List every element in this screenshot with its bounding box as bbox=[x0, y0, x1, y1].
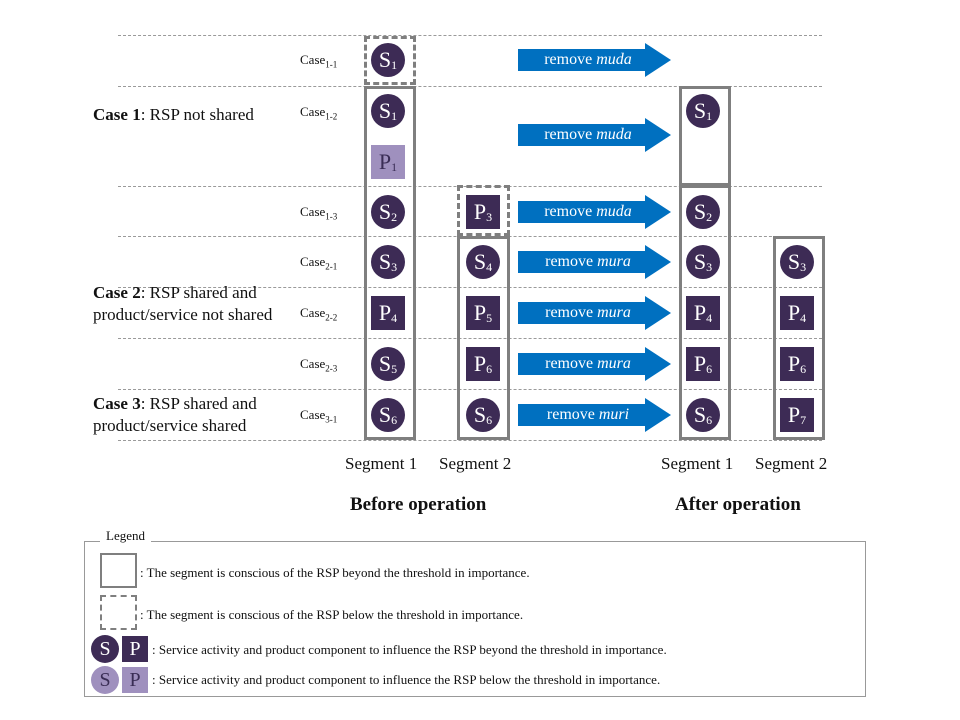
product-component-p5: P5 bbox=[466, 296, 500, 330]
legend-dashed-box-icon bbox=[100, 595, 137, 630]
separator-line bbox=[118, 35, 822, 36]
service-activity-s1: S1 bbox=[371, 43, 405, 77]
remove-mura-arrow: remove mura bbox=[518, 296, 674, 330]
service-activity-s3: S3 bbox=[686, 245, 720, 279]
service-activity-s6: S6 bbox=[466, 398, 500, 432]
service-activity-s3: S3 bbox=[371, 245, 405, 279]
before-operation-label: Before operation bbox=[350, 494, 487, 515]
segment-box-below-threshold bbox=[457, 185, 510, 236]
segment-box-below-threshold bbox=[364, 36, 416, 85]
after-operation-label: After operation bbox=[675, 494, 801, 515]
remove-mura-arrow: remove mura bbox=[518, 245, 674, 279]
legend-text-light-items: : Service activity and product component… bbox=[152, 672, 661, 687]
row-label-case1-2: Case1-2 bbox=[300, 104, 338, 122]
remove-muri-arrow: remove muri bbox=[518, 398, 674, 432]
product-component-p3: P3 bbox=[466, 195, 500, 229]
product-component-p4: P4 bbox=[371, 296, 405, 330]
service-activity-s6: S6 bbox=[371, 398, 405, 432]
segment2-label: Segment 2 bbox=[755, 454, 828, 473]
product-component-p1: P1 bbox=[371, 145, 405, 179]
segment-box-beyond-threshold bbox=[364, 86, 416, 440]
product-component-p7: P7 bbox=[780, 398, 814, 432]
segment1-label: Segment 1 bbox=[345, 454, 418, 473]
service-activity-s1: S1 bbox=[686, 94, 720, 128]
product-component-p4: P4 bbox=[780, 296, 814, 330]
remove-muda-arrow: remove muda bbox=[518, 118, 674, 152]
product-component-p6: P6 bbox=[686, 347, 720, 381]
service-activity-s3: S3 bbox=[780, 245, 814, 279]
segment1-label: Segment 1 bbox=[661, 454, 734, 473]
service-activity-s1: S1 bbox=[371, 94, 405, 128]
case2-group-label: Case 2: RSP shared and product/service n… bbox=[93, 283, 273, 324]
legend bbox=[84, 541, 866, 697]
product-component-p6: P6 bbox=[780, 347, 814, 381]
separator-line bbox=[118, 440, 822, 441]
service-activity-s5: S5 bbox=[371, 347, 405, 381]
row-label-case1-1: Case1-1 bbox=[300, 52, 338, 70]
legend-dark-product-icon: P bbox=[122, 636, 148, 662]
service-activity-s2: S2 bbox=[686, 195, 720, 229]
service-activity-s6: S6 bbox=[686, 398, 720, 432]
row-label-case2-1: Case2-1 bbox=[300, 254, 338, 272]
row-label-case2-2: Case2-2 bbox=[300, 305, 338, 323]
row-label-case3-1: Case3-1 bbox=[300, 407, 338, 425]
service-activity-s2: S2 bbox=[371, 195, 405, 229]
segment-box-beyond-threshold bbox=[679, 86, 731, 186]
legend-light-product-icon: P bbox=[122, 667, 148, 693]
segment2-label: Segment 2 bbox=[439, 454, 512, 473]
remove-muda-arrow: remove muda bbox=[518, 195, 674, 229]
separator-line bbox=[118, 389, 822, 390]
product-component-p6: P6 bbox=[466, 347, 500, 381]
legend-text-dashed: : The segment is conscious of the RSP be… bbox=[140, 607, 524, 622]
separator-line bbox=[118, 86, 822, 87]
legend-title: Legend bbox=[100, 528, 151, 544]
segment-box-beyond-threshold bbox=[457, 236, 510, 440]
segment-box-beyond-threshold bbox=[679, 185, 731, 440]
separator-line bbox=[118, 338, 822, 339]
legend-solid-box-icon bbox=[100, 553, 137, 588]
legend-dark-service-icon: S bbox=[91, 635, 119, 663]
legend-text-solid: : The segment is conscious of the RSP be… bbox=[140, 565, 530, 580]
row-label-case1-3: Case1-3 bbox=[300, 204, 338, 222]
separator-line bbox=[118, 287, 822, 288]
legend-text-dark-items: : Service activity and product component… bbox=[152, 642, 667, 657]
case3-group-label: Case 3: RSP shared and product/service s… bbox=[93, 394, 257, 435]
remove-mura-arrow: remove mura bbox=[518, 347, 674, 381]
product-component-p4: P4 bbox=[686, 296, 720, 330]
row-label-case2-3: Case2-3 bbox=[300, 356, 338, 374]
service-activity-s4: S4 bbox=[466, 245, 500, 279]
case1-group-label: Case 1: RSP not shared bbox=[93, 105, 254, 124]
legend-light-service-icon: S bbox=[91, 666, 119, 694]
segment-box-beyond-threshold bbox=[773, 236, 825, 440]
remove-muda-arrow: remove muda bbox=[518, 43, 674, 77]
